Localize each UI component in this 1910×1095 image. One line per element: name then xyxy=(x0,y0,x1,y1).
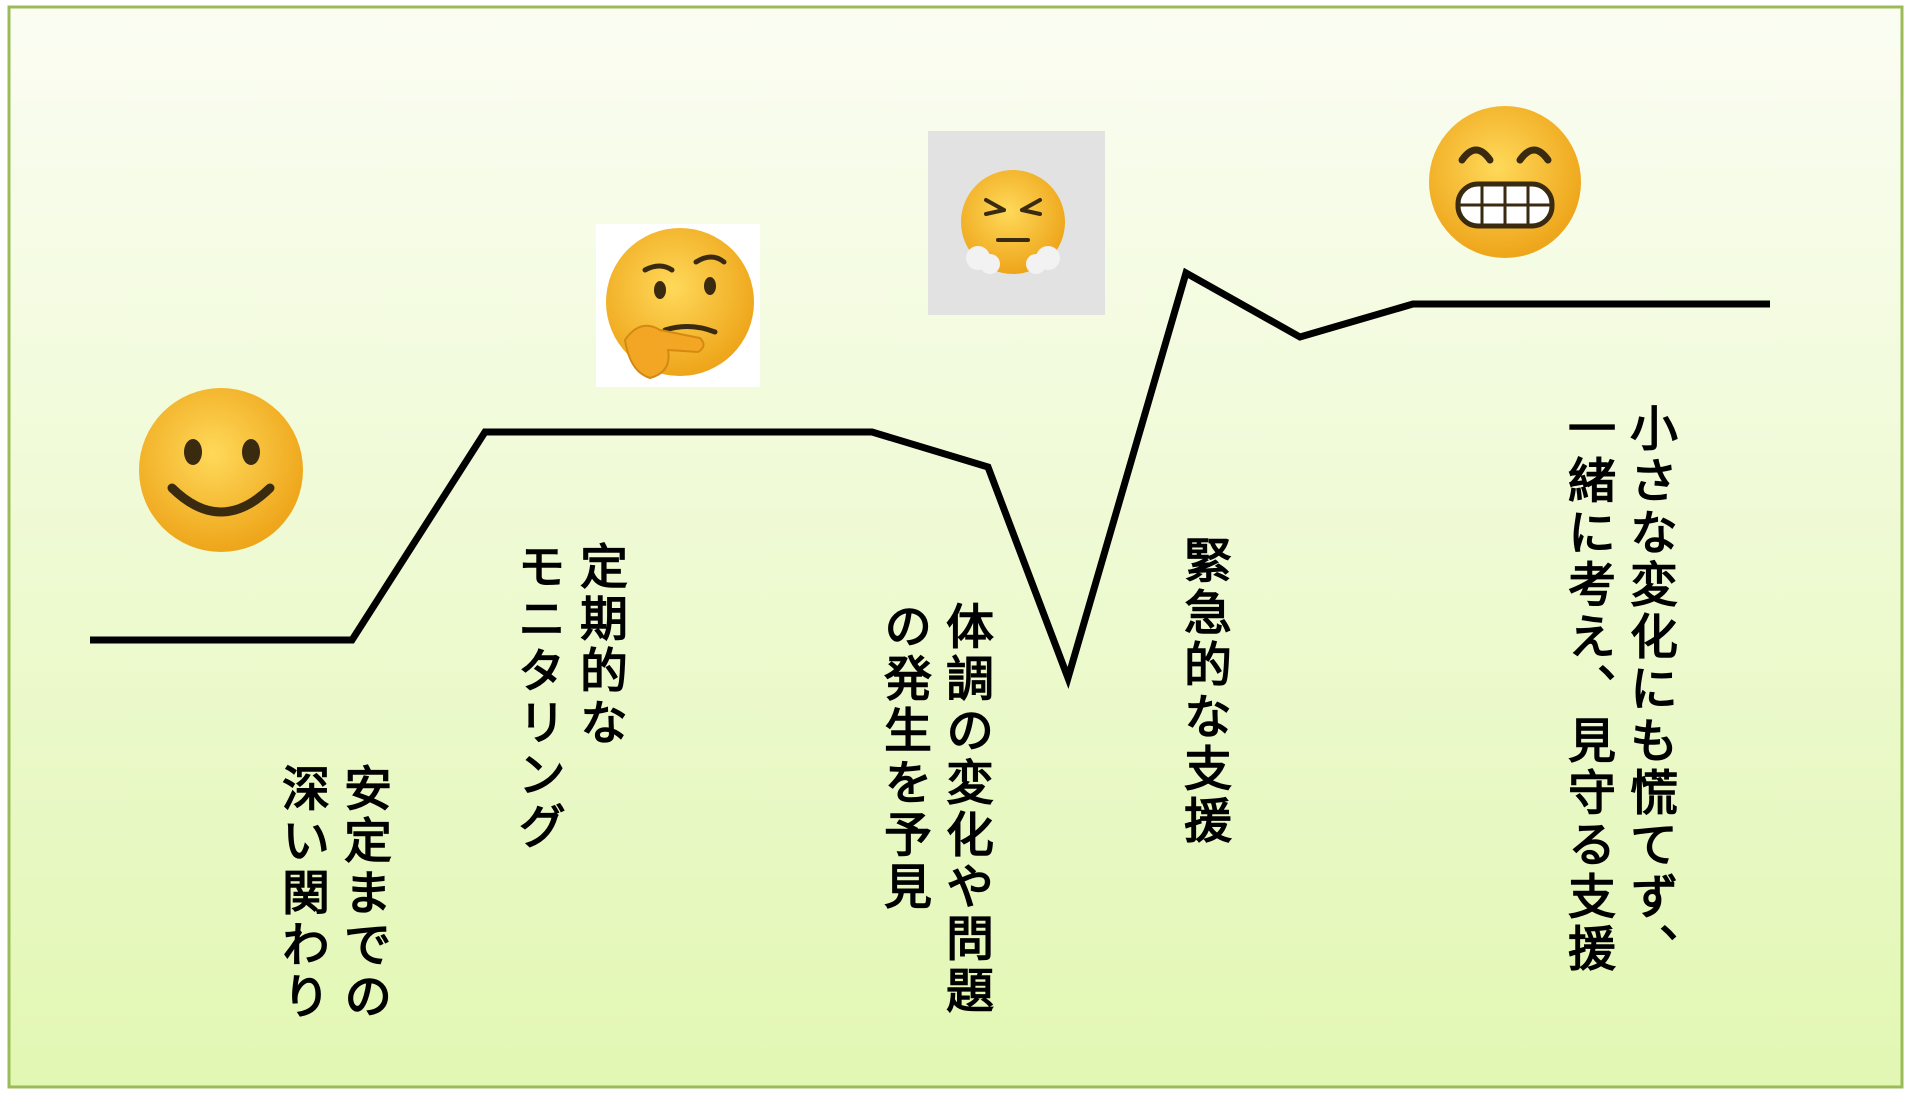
stage-2-line-1: 定期的な xyxy=(571,541,627,750)
stage-1-label: 安定までの 深い関わり xyxy=(270,722,456,1023)
stage-3-line-1: 体調の変化や問題 xyxy=(937,601,993,1018)
journey-line xyxy=(90,267,1770,690)
stage-5-line-2: 一緒に考え、見守る支援 xyxy=(1559,403,1615,976)
grinning-face-icon xyxy=(1429,106,1581,258)
stage-1-line-1: 安定までの xyxy=(335,763,391,1024)
stage-3-line-2: の発生を予見 xyxy=(875,601,931,914)
stage-2-line-2: モニタリング xyxy=(509,541,565,854)
stage-3-label: 体調の変化や問題 の発生を予見 xyxy=(872,560,1058,1017)
stage-1-line-2: 深い関わり xyxy=(273,763,329,1024)
smiling-face-icon xyxy=(139,388,303,552)
angry-steam-face-icon xyxy=(928,131,1105,315)
stage-4-line-1: 緊急的な支援 xyxy=(1175,535,1231,848)
stage-5-line-1: 小さな変化にも慌てず、 xyxy=(1621,403,1677,976)
stage-5-label: 小さな変化にも慌てず、 一緒に考え、見守る支援 xyxy=(1556,362,1742,975)
stage-2-label: 定期的な モニタリング xyxy=(506,500,692,853)
stage-4-label: 緊急的な支援 xyxy=(1172,494,1296,847)
thinking-face-icon xyxy=(596,224,760,387)
